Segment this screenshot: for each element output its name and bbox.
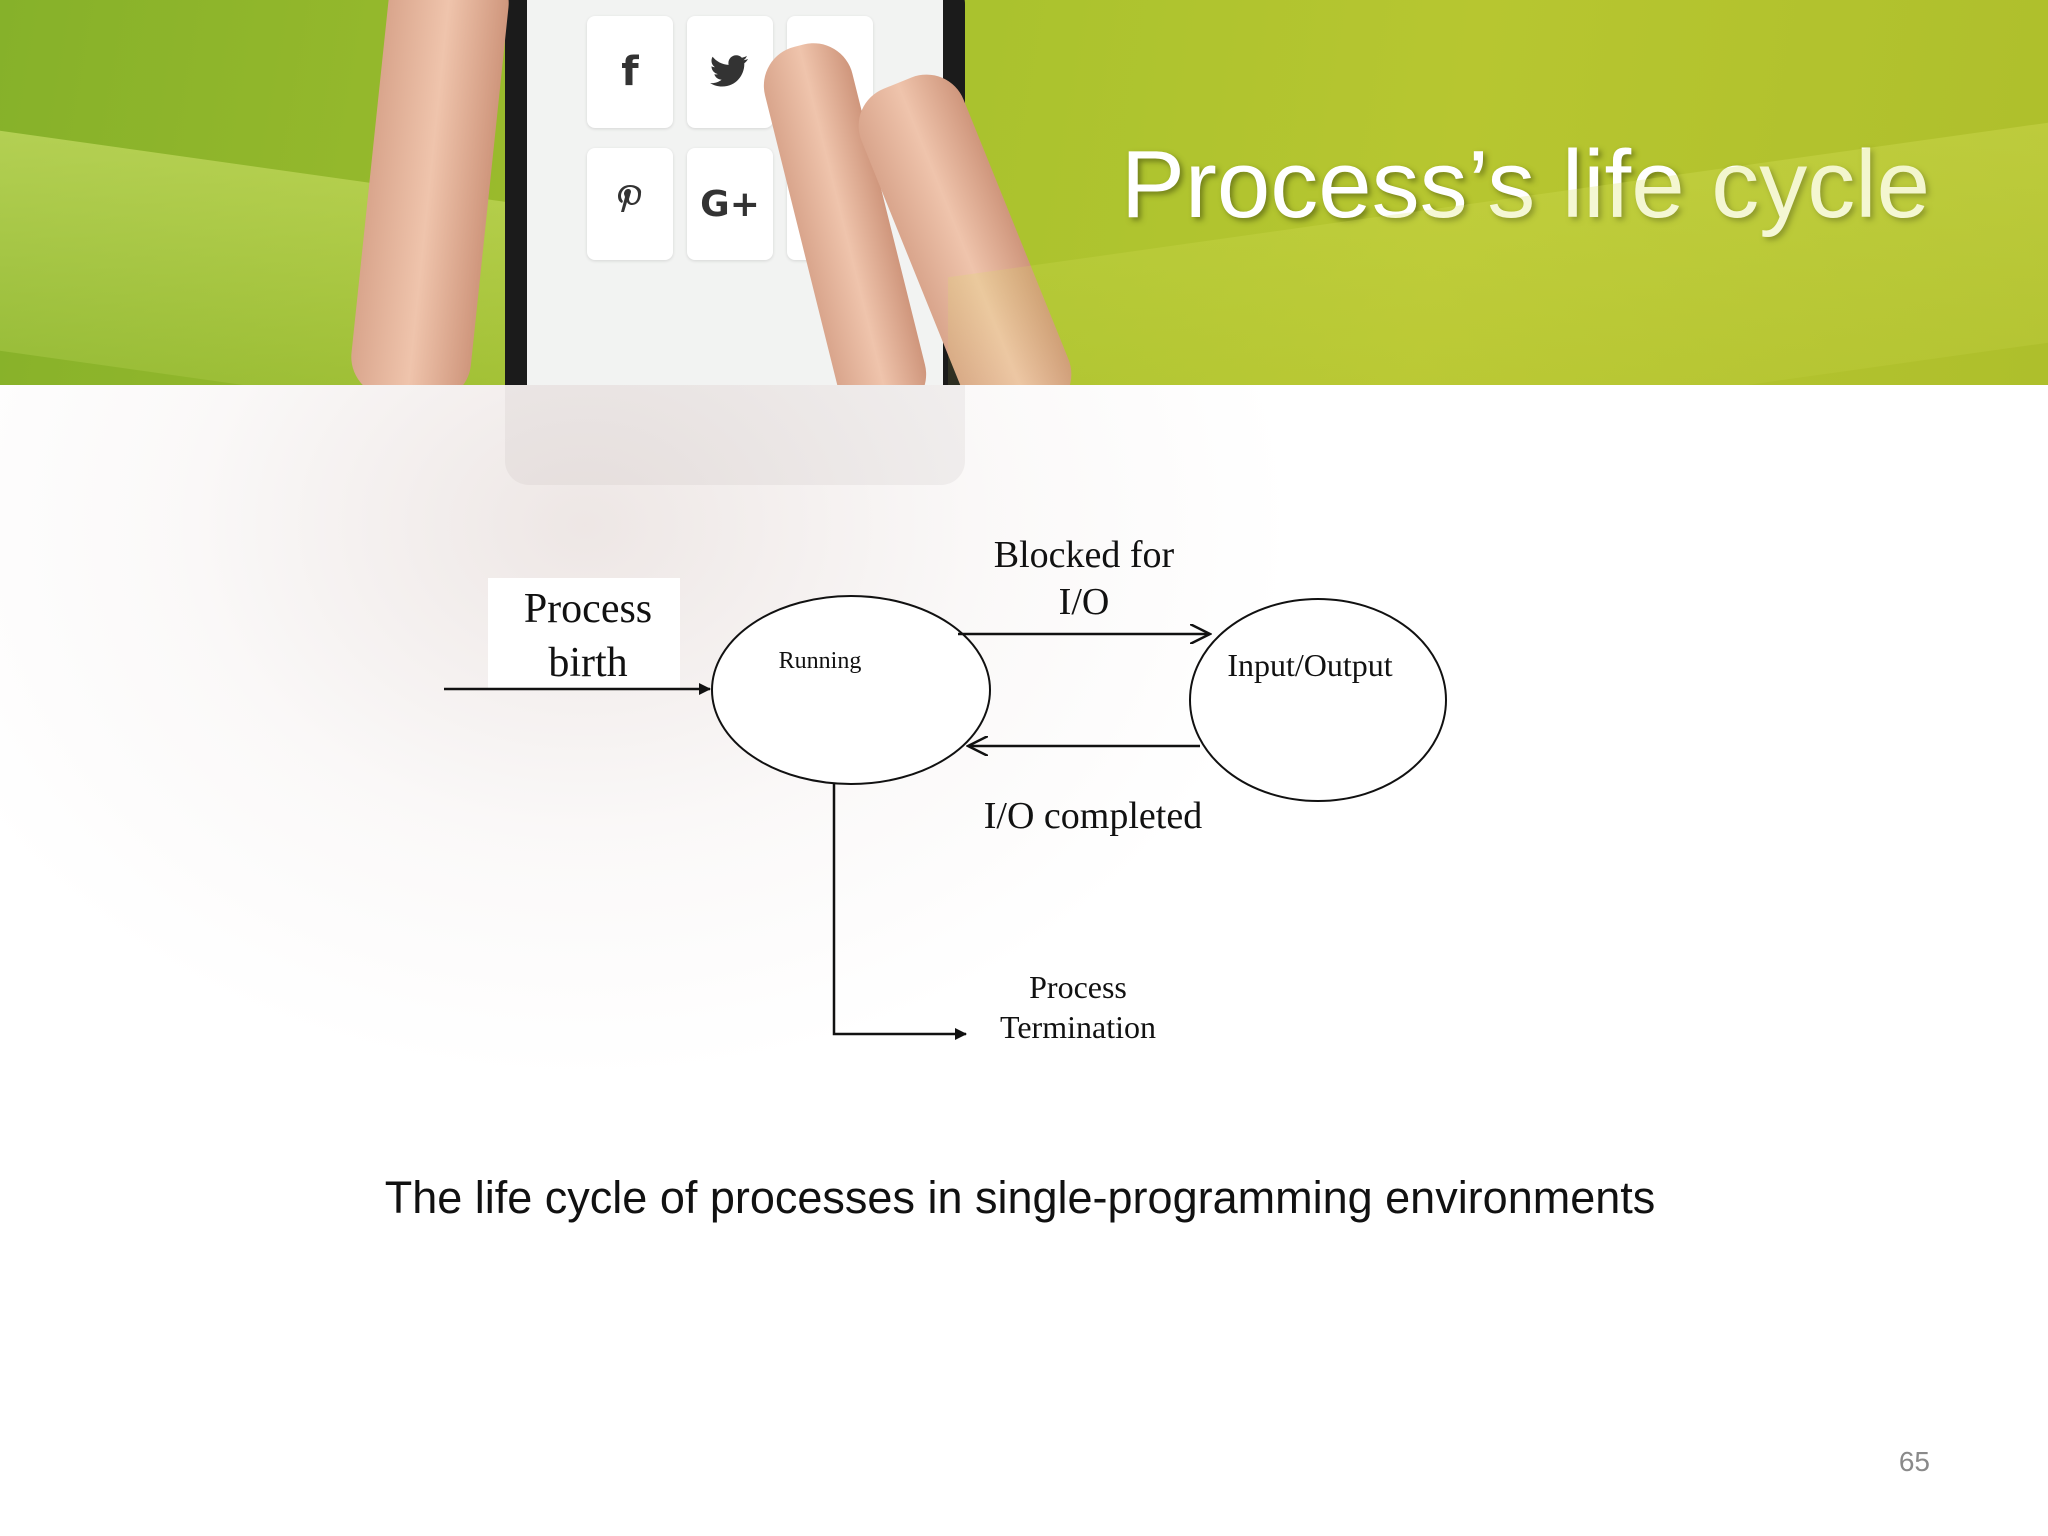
termination-label-line2: Termination bbox=[1000, 1009, 1156, 1045]
io-completed-label: I/O completed bbox=[984, 795, 1202, 837]
process-birth-label-line1: Process bbox=[524, 586, 652, 632]
termination-label-line1: Process bbox=[1029, 969, 1127, 1005]
pinterest-icon bbox=[587, 148, 673, 260]
google-plus-icon: G+ bbox=[687, 148, 773, 260]
tablet-reflection bbox=[505, 385, 965, 485]
process-birth-label-line2: birth bbox=[548, 640, 627, 686]
blocked-for-io-label-line1: Blocked for bbox=[994, 534, 1175, 576]
background-photo-fade bbox=[0, 385, 1300, 1085]
page-number: 65 bbox=[1898, 1446, 1930, 1477]
termination-arrow bbox=[832, 784, 967, 1040]
running-node bbox=[711, 595, 991, 785]
io-node-label: Input/Output bbox=[1227, 647, 1392, 683]
twitter-icon bbox=[687, 16, 773, 128]
running-node-label: Running bbox=[779, 648, 862, 674]
slide-caption: The life cycle of processes in single-pr… bbox=[384, 1172, 1656, 1223]
io-node bbox=[1189, 598, 1447, 802]
blocked-for-io-label-line2: I/O bbox=[1059, 581, 1110, 623]
header-band: f G+ V Process’s life cycle bbox=[0, 0, 2048, 385]
process-birth-label-box bbox=[488, 578, 680, 690]
facebook-icon: f bbox=[587, 16, 673, 128]
